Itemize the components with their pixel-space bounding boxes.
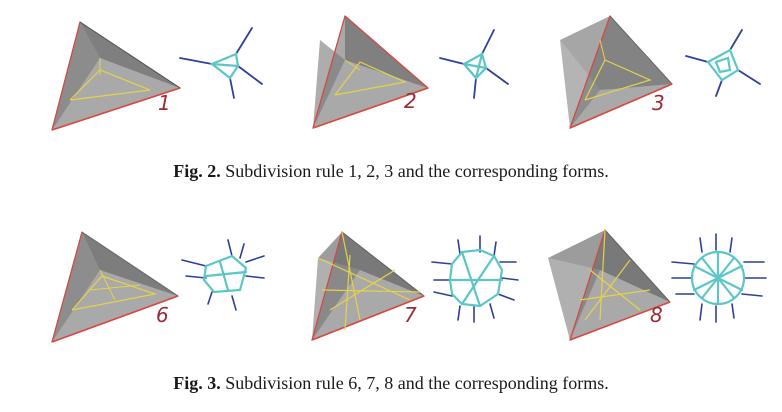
rule-number-6: 6: [156, 303, 169, 327]
figure-3-label: Fig. 3.: [173, 373, 221, 393]
rule-number-7: 7: [404, 303, 417, 327]
figure-2-caption-text: Subdivision rule 1, 2, 3 and the corresp…: [225, 161, 609, 181]
subdivision-tetrahedron-6: 6: [51, 231, 180, 343]
subdivision-tetrahedron-1: 1: [51, 21, 182, 131]
form-7: [431, 235, 519, 323]
form-2: [439, 29, 509, 99]
subdivision-tetrahedron-8: 8: [548, 229, 671, 341]
rule-number-1: 1: [158, 91, 171, 115]
figure-3-caption: Fig. 3. Subdivision rule 6, 7, 8 and the…: [0, 373, 782, 394]
rule-number-3: 3: [652, 91, 665, 115]
form-1: [179, 27, 263, 99]
figure-3-caption-text: Subdivision rule 6, 7, 8 and the corresp…: [225, 373, 609, 393]
form-6: [181, 239, 265, 311]
subdivision-tetrahedron-2: 2: [312, 15, 429, 129]
form-3: [685, 29, 761, 97]
subdivision-tetrahedron-7: 7: [311, 231, 425, 341]
rule-number-8: 8: [650, 303, 663, 327]
subdivision-tetrahedron-3: 3: [560, 15, 673, 129]
rule-number-2: 2: [404, 89, 417, 113]
figure-2-label: Fig. 2.: [173, 161, 221, 181]
form-8: [671, 233, 767, 323]
figure-2-caption: Fig. 2. Subdivision rule 1, 2, 3 and the…: [0, 161, 782, 182]
